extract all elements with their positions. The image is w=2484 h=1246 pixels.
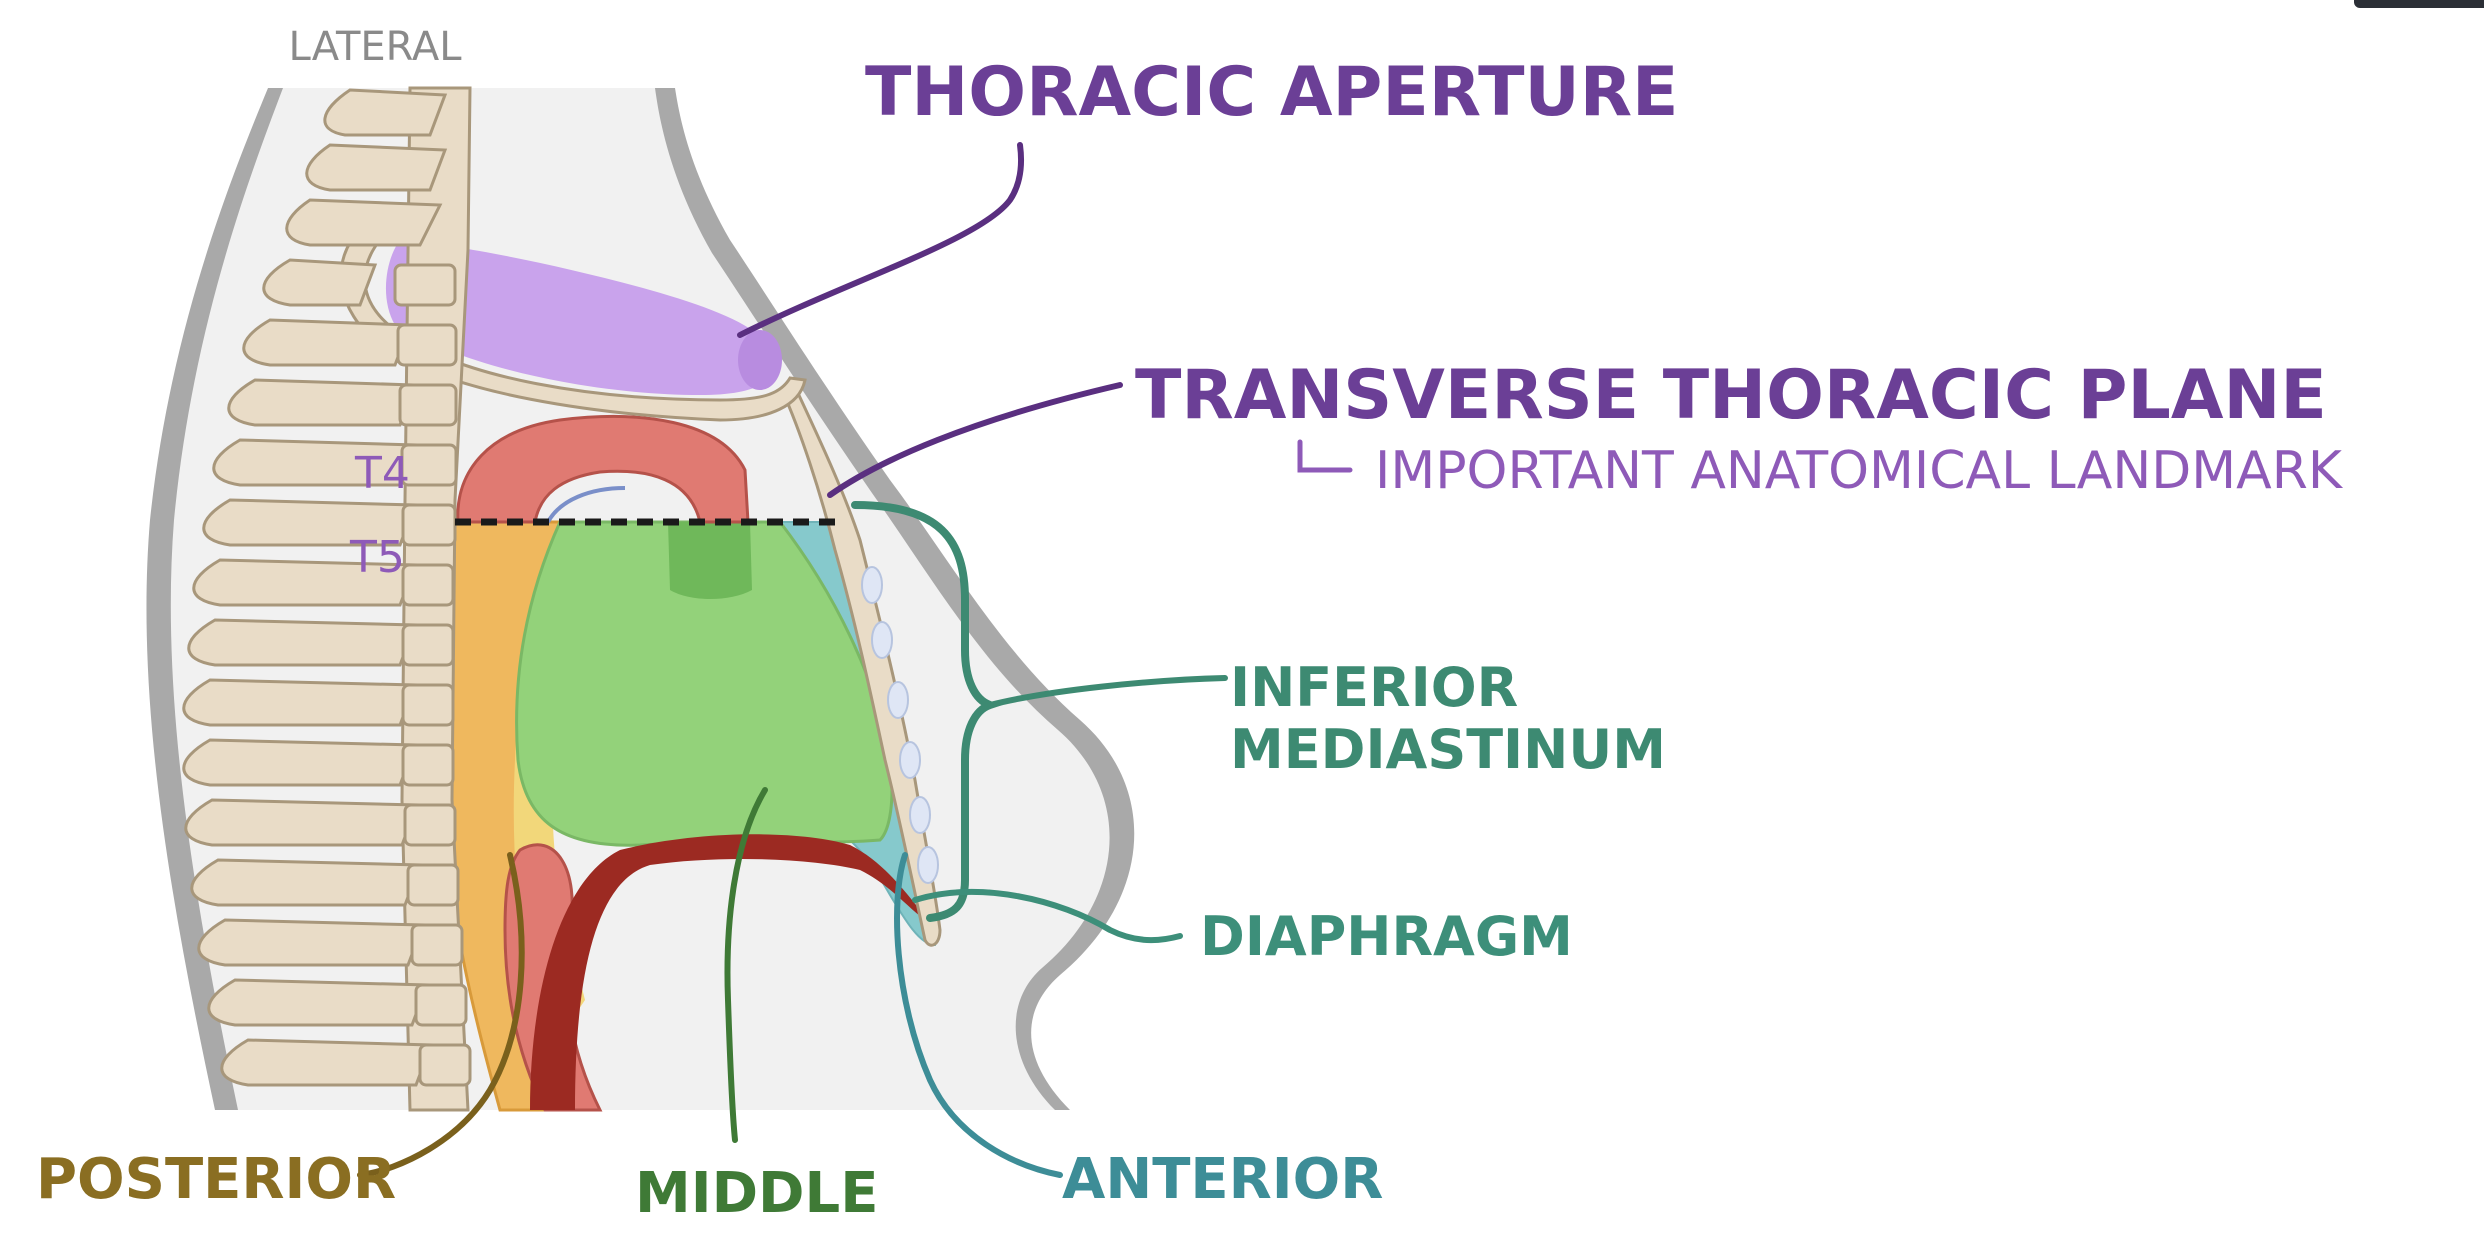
inferior-mediastinum-label-line1: INFERIOR (1230, 656, 1518, 719)
vertebral-body (393, 263, 457, 307)
vertebral-body (396, 323, 458, 367)
sternum-bone (780, 377, 942, 947)
vertebra (305, 143, 448, 192)
vertebra (190, 858, 423, 907)
vertebral-body (401, 683, 455, 727)
aortic-arch (456, 415, 750, 524)
vertebral-body (403, 803, 457, 847)
pulmonary-vessel-curve (546, 486, 626, 524)
t5-label: T5 (349, 532, 405, 583)
vertebra (285, 198, 443, 247)
leader-posterior (357, 852, 525, 1178)
vertebra (212, 438, 418, 487)
inferior-mediastinum-label-line2: MEDIASTINUM (1230, 718, 1666, 781)
vertebra (220, 1038, 434, 1087)
diaphragm-label: DIAPHRAGM (1200, 905, 1573, 968)
leader-diaphragm (912, 888, 1183, 944)
costal-cartilage (909, 796, 931, 834)
vertebra (323, 88, 448, 137)
landmark-sub-bracket (1297, 439, 1353, 473)
thoracic-aperture-label: THORACIC APERTURE (865, 53, 1679, 132)
transverse-thoracic-plane-label: TRANSVERSE THORACIC PLANE (1135, 356, 2327, 435)
vertebra (227, 378, 418, 427)
leader-thoracic-aperture (737, 142, 1024, 338)
corner-tab (2354, 0, 2484, 8)
posterior-label: POSTERIOR (36, 1147, 396, 1212)
vertebra (207, 978, 430, 1027)
t4-label: T4 (354, 448, 410, 499)
vertebral-column (182, 86, 472, 1112)
costal-cartilage (871, 621, 893, 659)
leader-inferior-mediastinum (987, 675, 1228, 708)
vertebral-body (400, 443, 458, 487)
aortic-root (668, 522, 752, 599)
vertebra (262, 258, 378, 307)
vertebra (187, 618, 418, 667)
costal-cartilage (917, 846, 939, 884)
vertebral-body (398, 383, 458, 427)
leader-middle (724, 787, 768, 1143)
vertebral-body (401, 503, 457, 547)
vertebral-body (406, 863, 460, 907)
vertebra (192, 558, 418, 607)
diaphragm-dome (530, 834, 931, 1110)
leader-transverse-plane (827, 382, 1123, 498)
aperture-ellipse-end (738, 330, 782, 390)
vertebral-body (418, 1043, 472, 1087)
vertebra (242, 318, 413, 367)
lateral-label: LATERAL (289, 24, 463, 70)
important-landmark-label: IMPORTANT ANATOMICAL LANDMARK (1375, 441, 2344, 501)
vertebral-body (401, 623, 455, 667)
costal-cartilage (861, 566, 883, 604)
vertebral-body (414, 983, 468, 1027)
vertebra (202, 498, 418, 547)
middle-label: MIDDLE (635, 1161, 878, 1226)
vertebra (182, 738, 418, 787)
vertebra (197, 918, 426, 967)
vertebra (184, 798, 420, 847)
sternum (780, 377, 942, 947)
anterior-label: ANTERIOR (1062, 1147, 1383, 1212)
vertebral-body (401, 563, 455, 607)
costal-cartilage (887, 681, 909, 719)
costal-cartilage (899, 741, 921, 779)
thoracic-aperture-region (385, 240, 775, 395)
vertebra (182, 678, 418, 727)
leader-anterior (894, 852, 1063, 1178)
vertebral-body (410, 923, 464, 967)
vertebral-body (401, 743, 455, 787)
